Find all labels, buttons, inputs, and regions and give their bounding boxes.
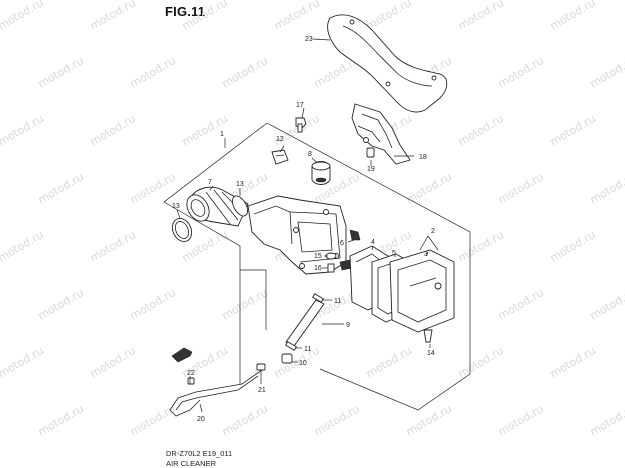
callout-15: 16 bbox=[314, 265, 322, 272]
callout-labels: 23 1 17 18 19 12 8 7 13 13 15 16 6 4 5 3… bbox=[172, 36, 435, 423]
watermark-text: motod.ru bbox=[364, 0, 414, 33]
watermark-text: motod.ru bbox=[496, 54, 546, 90]
watermark-text: motod.ru bbox=[36, 54, 86, 90]
watermark-text: motod.ru bbox=[548, 228, 598, 264]
callout-13-lower: 13 bbox=[172, 203, 180, 210]
watermark-text: motod.ru bbox=[456, 0, 506, 33]
watermark-text: motod.ru bbox=[36, 170, 86, 206]
callout-17: 17 bbox=[296, 102, 304, 109]
watermark-text: motod.ru bbox=[128, 402, 178, 438]
watermark-text: motod.ru bbox=[496, 402, 546, 438]
assembly-outline bbox=[163, 122, 471, 411]
watermark-text: motod.ru bbox=[272, 344, 322, 380]
figure-title: FIG.11 bbox=[165, 4, 206, 19]
plug-part-10 bbox=[281, 353, 293, 364]
watermark-text: motod.ru bbox=[588, 54, 625, 90]
callout-10: 10 bbox=[299, 360, 307, 367]
watermark-text: motod.ru bbox=[272, 0, 322, 33]
bracket-part-18 bbox=[351, 103, 411, 165]
clamp-part-11-b bbox=[285, 341, 297, 351]
watermark-text: motod.ru bbox=[220, 286, 270, 322]
watermark-text: motod.ru bbox=[404, 170, 454, 206]
callout-18: 18 bbox=[419, 154, 427, 161]
callout-14: 14 bbox=[427, 350, 435, 357]
watermark-text: motod.ru bbox=[0, 112, 46, 148]
watermark-text: motod.ru bbox=[88, 112, 138, 148]
watermark-text: motod.ru bbox=[220, 402, 270, 438]
callout-22: 22 bbox=[187, 370, 195, 377]
callout-12: 12 bbox=[276, 136, 284, 143]
watermark-text: motod.ru bbox=[128, 170, 178, 206]
callout-1: 1 bbox=[220, 131, 224, 138]
watermark-text: motod.ru bbox=[548, 0, 598, 33]
watermark-text: motod.ru bbox=[404, 402, 454, 438]
clip-part-22 bbox=[187, 377, 195, 385]
watermark-text: motod.ru bbox=[88, 344, 138, 380]
watermark-text: motod.ru bbox=[180, 0, 230, 33]
drain-hose-part-9 bbox=[285, 299, 325, 347]
callout-11-lower: 11 bbox=[304, 346, 311, 353]
watermark-text: motod.ru bbox=[496, 286, 546, 322]
callout-21: 21 bbox=[258, 387, 266, 394]
callout-7: 7 bbox=[208, 179, 212, 186]
bracket-part-23 bbox=[327, 14, 448, 113]
watermark-text: motod.ru bbox=[456, 112, 506, 148]
watermark-text: motod.ru bbox=[36, 402, 86, 438]
callout-20: 20 bbox=[197, 416, 205, 423]
callout-16: 15 bbox=[314, 253, 322, 260]
callout-2: 2 bbox=[431, 228, 435, 235]
callout-3: 3 bbox=[424, 251, 428, 258]
watermark-text: motod.ru bbox=[0, 228, 46, 264]
grommet-part-19 bbox=[366, 147, 375, 158]
callout-11-upper: 11 bbox=[334, 298, 341, 305]
watermark-text: motod.ru bbox=[36, 286, 86, 322]
bolt-part-14 bbox=[423, 329, 433, 343]
watermark-text: motod.ru bbox=[548, 112, 598, 148]
front-arrow-icon bbox=[171, 347, 193, 363]
watermark-text: motod.ru bbox=[88, 0, 138, 33]
callout-9: 9 bbox=[346, 322, 350, 329]
breather-hose-part-20 bbox=[169, 369, 263, 417]
watermark-text: motod.ru bbox=[312, 402, 362, 438]
screw-part-15 bbox=[327, 263, 335, 273]
callout-8: 8 bbox=[308, 151, 312, 158]
clamp-part-13-b bbox=[231, 195, 249, 217]
watermark-text: motod.ru bbox=[456, 228, 506, 264]
watermark-text: motod.ru bbox=[496, 170, 546, 206]
drain-plug-part-8 bbox=[311, 161, 331, 185]
callout-4: 4 bbox=[371, 239, 375, 246]
callout-23: 23 bbox=[305, 36, 313, 43]
clamp-part-11-a bbox=[312, 293, 324, 303]
watermark-text: motod.ru bbox=[0, 0, 46, 33]
watermark-text: motod.ru bbox=[364, 344, 414, 380]
figure-name: AIR CLEANER bbox=[166, 459, 217, 468]
callout-19: 19 bbox=[367, 166, 375, 173]
clamp-part-13-a bbox=[171, 218, 193, 242]
clamp-part-21 bbox=[256, 363, 266, 371]
callout-5: 5 bbox=[392, 250, 396, 257]
air-cleaner-case bbox=[247, 195, 347, 275]
watermark-text: motod.ru bbox=[588, 402, 625, 438]
watermark-text: motod.ru bbox=[128, 286, 178, 322]
watermark-text: motod.ru bbox=[128, 54, 178, 90]
watermark-text: motod.ru bbox=[0, 344, 46, 380]
bolt-part-17 bbox=[295, 117, 307, 133]
callout-6: 6 bbox=[340, 240, 344, 247]
watermark-text: motod.ru bbox=[220, 54, 270, 90]
cover-part-3 bbox=[389, 249, 455, 333]
callout-13-upper: 13 bbox=[236, 181, 244, 188]
watermark-text: motod.ru bbox=[588, 170, 625, 206]
leader-lines bbox=[176, 38, 439, 413]
watermark-text: motod.ru bbox=[456, 344, 506, 380]
figure-code: DR-Z70L2 E19_011 bbox=[166, 449, 233, 458]
watermark-text: motod.ru bbox=[588, 286, 625, 322]
clamp-part-12 bbox=[271, 149, 289, 165]
watermark-text: motod.ru bbox=[548, 344, 598, 380]
watermark-text: motod.ru bbox=[88, 228, 138, 264]
